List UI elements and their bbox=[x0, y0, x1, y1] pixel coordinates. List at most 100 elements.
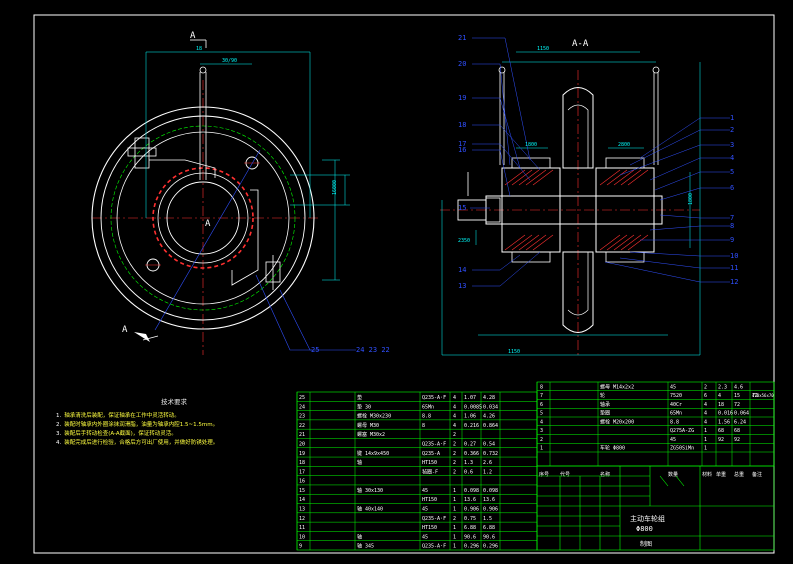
bom-left-cell: 17 bbox=[299, 469, 305, 475]
bom-left-cell: 垫 30 bbox=[357, 403, 371, 410]
bom-right-header: 数量 bbox=[668, 471, 678, 478]
bom-left-cell: 6.88 bbox=[464, 525, 476, 531]
bom-left-cell: 4 bbox=[453, 423, 456, 429]
bom-right-cell: 72 bbox=[734, 402, 740, 408]
bom-left-cell: 4.26 bbox=[483, 414, 495, 420]
bom-left-cell: 2 bbox=[453, 441, 456, 447]
bom-left-cell: 0.098 bbox=[464, 488, 479, 494]
drawing-frame bbox=[33, 14, 775, 554]
callout-21: 21 bbox=[458, 34, 466, 42]
bom-left-cell: 23 bbox=[299, 414, 305, 420]
bom-left-cell: 65Mn bbox=[422, 404, 434, 410]
left-view bbox=[91, 39, 356, 355]
note-item: 1.轴承清洗后装配，保证轴承在工作中灵活转动。 bbox=[56, 413, 180, 419]
bom-right-header: 序号 bbox=[539, 471, 549, 478]
bom-left-cell: 0.098 bbox=[483, 488, 498, 494]
right-dim-top-left: 1800 bbox=[525, 142, 537, 148]
note-item: 2.装配时轴承内外圈涂抹润滑脂，油量为轴承内腔1.5~1.5mm。 bbox=[56, 422, 219, 428]
section-title: A-A bbox=[572, 39, 589, 49]
bom-right-cell: 5 bbox=[540, 411, 543, 417]
bom-left-cell: 轴 30x130 bbox=[357, 487, 383, 494]
bom-right-cell: 垫圈 bbox=[600, 410, 610, 417]
left-dim-right: 16000 bbox=[332, 180, 338, 195]
bom-left-cell: 45 bbox=[422, 507, 428, 513]
bom-left-cell: 18 bbox=[299, 460, 305, 466]
bom-left-cell: 0.732 bbox=[483, 451, 498, 457]
bom-right-cell: 92 bbox=[718, 437, 724, 443]
bom-left-cell: 0.0085 bbox=[464, 404, 482, 410]
bom-right-cell: 2 bbox=[540, 437, 543, 443]
bom-left-cell: Q235-A·F bbox=[422, 544, 446, 550]
drawing-name: 主动车轮组 bbox=[630, 514, 665, 523]
section-mark-bottom: A bbox=[122, 325, 128, 335]
bom-right-cell: 8 bbox=[540, 384, 543, 390]
bom-left-cell: 4 bbox=[453, 414, 456, 420]
bom-left-cell: 90.6 bbox=[464, 534, 476, 540]
bom-right-cell: 2.3 bbox=[718, 384, 727, 390]
bom-right-cell: 4 bbox=[704, 411, 707, 417]
bom-right-cell: 4.6 bbox=[734, 384, 743, 390]
callout-16: 16 bbox=[458, 146, 466, 154]
bom-left-cell: 轴 bbox=[357, 459, 362, 466]
bom-right-cell: 3 bbox=[540, 428, 543, 434]
technical-notes: 技术要求 1.轴承清洗后装配，保证轴承在工作中灵活转动。 2.装配时轴承内外圈涂… bbox=[56, 398, 292, 448]
bom-left-cell: 25 bbox=[299, 395, 305, 401]
callout-20: 20 bbox=[458, 60, 466, 68]
bom-right-cell: ZG50SiMn bbox=[670, 446, 694, 452]
callout-14: 14 bbox=[458, 266, 466, 274]
bom-right-cell: 轮 bbox=[600, 392, 605, 399]
bom-right-header: 代号 bbox=[560, 471, 570, 478]
bom-right-cell: 8.8 bbox=[670, 419, 679, 425]
bom-left-cell: Q235-A·F bbox=[422, 441, 446, 447]
bom-right-cell: 4 bbox=[540, 419, 543, 425]
callout-6: 6 bbox=[730, 184, 734, 192]
bom-right-cell: 车轮 Φ800 bbox=[600, 445, 625, 452]
bom-left-cell: 2 bbox=[453, 516, 456, 522]
bom-left-cell: 1.06 bbox=[464, 414, 476, 420]
company: 制图 bbox=[640, 540, 652, 548]
notes-title: 技术要求 bbox=[161, 398, 187, 406]
bom-left-cell: 13.6 bbox=[464, 497, 476, 503]
bom-right-cell: 轴承 bbox=[600, 401, 610, 408]
callout-12: 12 bbox=[730, 278, 738, 286]
bom-left-cell: 0.27 bbox=[464, 441, 476, 447]
bom-left-cell: 1 bbox=[453, 534, 456, 540]
note-item: 4.装配完成后进行检验，合格后方可出厂使用，并做好防锈处理。 bbox=[56, 440, 219, 446]
bom-left-cell: 13 bbox=[299, 507, 305, 513]
bom-left-cell: HT150 bbox=[422, 460, 437, 466]
bom-left-grid bbox=[296, 391, 538, 551]
callout-10: 10 bbox=[730, 252, 738, 260]
bom-left-cell: Q235-A·F bbox=[422, 516, 446, 522]
bom-right-cell: 0.064 bbox=[734, 411, 749, 417]
bom-left-cell: 8 bbox=[422, 423, 425, 429]
bom-left-cell: 垫 bbox=[357, 394, 362, 401]
bom-left-cell: 19 bbox=[299, 451, 305, 457]
bom-left-cell: 90.6 bbox=[483, 534, 495, 540]
bom-left-cell: 15 bbox=[299, 488, 305, 494]
right-dim-right: 1800 bbox=[688, 193, 694, 205]
bom-right-cell: 40Cr bbox=[670, 402, 682, 408]
bom-left-cell: 20 bbox=[299, 441, 305, 447]
bom-left-cell: 2 bbox=[453, 469, 456, 475]
callout-18: 18 bbox=[458, 121, 466, 129]
bom-left-cell: 45 bbox=[422, 534, 428, 540]
bom-left-cell: 螺塞 M30x2 bbox=[357, 431, 385, 438]
bom-right-header: 总重 bbox=[734, 471, 744, 478]
bom-right-header: 备注 bbox=[752, 471, 762, 478]
bom-right-cell: 68 bbox=[734, 428, 740, 434]
bom-left-cell: 0.366 bbox=[464, 451, 479, 457]
callout-3: 3 bbox=[730, 141, 734, 149]
bom-left-cell: 1 bbox=[453, 507, 456, 513]
callout-13: 13 bbox=[458, 282, 466, 290]
bom-right-cell: 18 bbox=[718, 402, 724, 408]
bom-left-cell: 21 bbox=[299, 432, 305, 438]
callout-7: 7 bbox=[730, 214, 734, 222]
left-dim-top: 18 bbox=[196, 46, 202, 52]
callout-1: 1 bbox=[730, 114, 734, 122]
right-dim-top: 1150 bbox=[537, 46, 549, 52]
bom-left-cell: 45 bbox=[422, 488, 428, 494]
bom-left-cell: 键 14x9x450 bbox=[357, 450, 389, 457]
